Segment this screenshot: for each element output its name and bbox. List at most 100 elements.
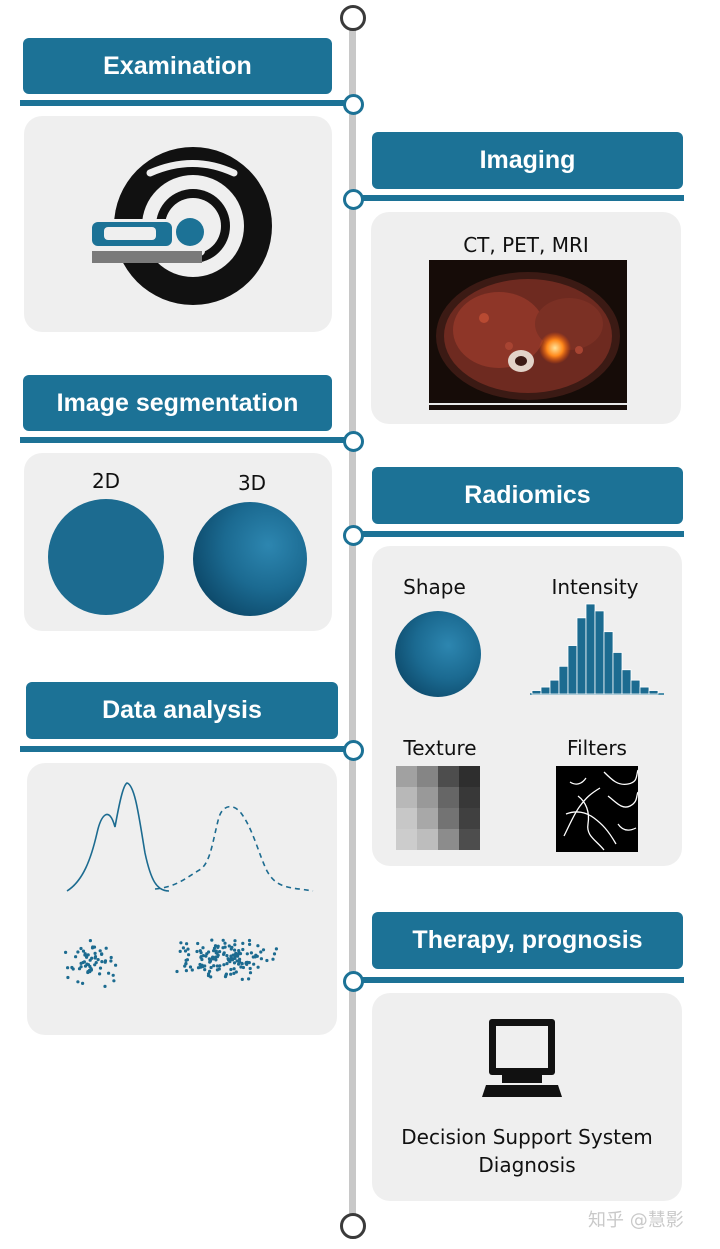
- texture-cell: [438, 808, 459, 829]
- step-therapy-header: Therapy, prognosis: [372, 912, 683, 969]
- scatter-point: [218, 967, 221, 970]
- scanner-icon: [84, 128, 284, 318]
- scatter-point: [273, 952, 276, 955]
- connector-examination: [20, 100, 350, 106]
- scatter-point: [230, 947, 233, 950]
- histogram-bar: [568, 646, 577, 694]
- texture-cell: [417, 829, 438, 850]
- scatter-point: [239, 965, 242, 968]
- radiomics-shape-label: Shape: [392, 575, 477, 599]
- watermark-text: 知乎 @慧影: [588, 1206, 684, 1232]
- scatter-point: [224, 975, 227, 978]
- therapy-diagnosis-label: Diagnosis: [372, 1153, 682, 1177]
- texture-cell: [459, 787, 480, 808]
- scatter-point: [201, 946, 204, 949]
- scatter-point: [64, 951, 67, 954]
- scatter-point: [233, 967, 236, 970]
- connector-radiomics: [352, 531, 684, 537]
- scatter-point: [66, 966, 69, 969]
- scatter-point: [222, 963, 225, 966]
- scatter-point: [233, 957, 236, 960]
- scatter-point: [240, 962, 243, 965]
- connector-segmentation: [20, 437, 350, 443]
- scatter-point: [238, 958, 241, 961]
- scatter-point: [185, 959, 188, 962]
- scatter-point: [90, 957, 93, 960]
- scatter-point: [98, 972, 101, 975]
- scatter-point: [223, 942, 226, 945]
- connector-data-analysis: [20, 746, 350, 752]
- scatter-point: [247, 977, 250, 980]
- texture-cell: [417, 787, 438, 808]
- scatter-point: [99, 949, 102, 952]
- scatter-point: [196, 942, 199, 945]
- scatter-point: [224, 946, 227, 949]
- scatter-point: [210, 966, 213, 969]
- radiomics-filters-label: Filters: [552, 736, 642, 760]
- texture-cell: [396, 808, 417, 829]
- distribution-curves-chart: [27, 763, 337, 1035]
- scatter-point: [248, 943, 251, 946]
- radiomics-texture-label: Texture: [390, 736, 490, 760]
- scatter-point: [265, 959, 268, 962]
- timeline-node-segmentation: [343, 431, 364, 452]
- scatter-point: [89, 939, 92, 942]
- timeline-node-data-analysis: [343, 740, 364, 761]
- texture-cell: [438, 787, 459, 808]
- scatter-point: [97, 958, 100, 961]
- texture-cell: [459, 766, 480, 787]
- step-therapy-title: Therapy, prognosis: [412, 926, 642, 955]
- radiomics-texture-grid: [396, 766, 480, 850]
- scatter-point: [100, 960, 103, 963]
- scatter-point: [66, 976, 69, 979]
- scatter-point: [249, 967, 252, 970]
- step-imaging-header: Imaging: [372, 132, 683, 189]
- timeline-node-imaging: [343, 189, 364, 210]
- scatter-point: [198, 963, 201, 966]
- scatter-point: [109, 959, 112, 962]
- scatter-point: [81, 982, 84, 985]
- scatter-point: [244, 962, 247, 965]
- scatter-point: [233, 943, 236, 946]
- scatter-point: [225, 962, 228, 965]
- scatter-point: [225, 954, 228, 957]
- timeline-node-therapy: [343, 971, 364, 992]
- scatter-point: [235, 970, 238, 973]
- scatter-point: [216, 946, 219, 949]
- scatter-point: [208, 958, 211, 961]
- scatter-point: [112, 974, 115, 977]
- scatter-point: [259, 950, 262, 953]
- scatter-point: [256, 944, 259, 947]
- scatter-point: [80, 962, 83, 965]
- histogram-bar: [541, 687, 550, 694]
- step-data-analysis-header: Data analysis: [26, 682, 338, 739]
- scatter-point: [233, 939, 236, 942]
- examination-panel: [24, 116, 332, 332]
- scatter-point: [175, 970, 178, 973]
- texture-cell: [396, 766, 417, 787]
- scatter-point: [228, 960, 231, 963]
- texture-cell: [438, 829, 459, 850]
- connector-imaging: [352, 195, 684, 201]
- therapy-dss-label: Decision Support System: [372, 1125, 682, 1149]
- scatter-point: [83, 953, 86, 956]
- scatter-point: [271, 958, 274, 961]
- timeline-node-radiomics: [343, 525, 364, 546]
- step-radiomics-title: Radiomics: [464, 481, 590, 510]
- scatter-point: [212, 949, 215, 952]
- step-radiomics-header: Radiomics: [372, 467, 683, 524]
- scatter-point: [250, 951, 253, 954]
- scatter-point: [217, 954, 220, 957]
- scatter-point: [186, 948, 189, 951]
- monitor-icon: [482, 1017, 562, 1105]
- scatter-point: [93, 963, 96, 966]
- segmentation-2d-label: 2D: [76, 469, 136, 493]
- histogram-bar: [586, 604, 595, 694]
- texture-cell: [459, 829, 480, 850]
- scatter-point: [80, 965, 83, 968]
- histogram-bar: [532, 691, 541, 694]
- scatter-point: [218, 950, 221, 953]
- radiomics-filters-image: [556, 766, 638, 852]
- connector-therapy: [352, 977, 684, 983]
- scatter-point: [179, 941, 182, 944]
